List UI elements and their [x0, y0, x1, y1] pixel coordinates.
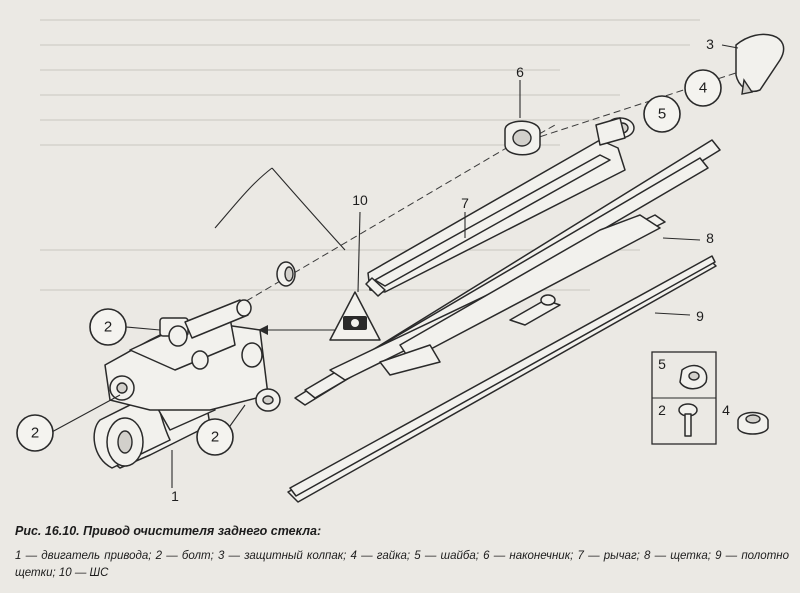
figure-caption: Рис. 16.10. Привод очистителя заднего ст…: [13, 524, 789, 582]
rear-glass-outline: [214, 167, 346, 251]
parts-inset: [651, 351, 769, 445]
callout-6: 6: [516, 64, 524, 80]
callout-8: 8: [706, 230, 714, 246]
callout-2c: 2: [196, 418, 234, 456]
warning-triangle-icon: [329, 211, 381, 341]
callout-9: 9: [696, 308, 704, 324]
callout-5: 5: [643, 95, 681, 133]
wiper-blade-rubber: [287, 255, 717, 503]
callout-2a: 2: [89, 308, 127, 346]
svg-text:8: 8: [706, 230, 714, 246]
inset-label-2: 2: [658, 402, 666, 418]
svg-text:4: 4: [699, 80, 707, 97]
glass-grommet: [276, 261, 296, 287]
callout-4: 4: [684, 69, 722, 107]
end-cap: [504, 80, 541, 156]
inset-label-5: 5: [658, 356, 666, 372]
svg-text:6: 6: [516, 64, 524, 80]
svg-text:5: 5: [658, 106, 666, 123]
exploded-diagram: 1 2 2 2 3 4 5 6 7 8 9 10 5 2 4: [16, 19, 785, 504]
warning-arrow: [258, 325, 335, 335]
callout-3: 3: [706, 36, 714, 52]
callout-2b: 2: [16, 414, 54, 452]
callout-1: 1: [171, 488, 179, 504]
drive-motor: [93, 299, 281, 469]
svg-text:1: 1: [171, 488, 179, 504]
background-ghost-lines: [40, 19, 700, 291]
caption-legend: 1 — двигатель привода; 2 — болт; 3 — защ…: [15, 550, 789, 579]
callout-10: 10: [352, 192, 368, 208]
svg-text:9: 9: [696, 308, 704, 324]
svg-text:7: 7: [461, 195, 469, 211]
wiper-arm: [365, 117, 635, 297]
protective-cap: [721, 33, 785, 95]
svg-text:3: 3: [706, 36, 714, 52]
svg-text:2: 2: [31, 425, 39, 442]
svg-text:10: 10: [352, 192, 368, 208]
caption-title: Рис. 16.10. Привод очистителя заднего ст…: [15, 524, 322, 538]
inset-label-4: 4: [722, 402, 730, 418]
callout-7: 7: [461, 195, 469, 238]
wiper-brush: [294, 139, 721, 406]
svg-text:2: 2: [104, 319, 112, 336]
svg-text:2: 2: [211, 429, 219, 446]
